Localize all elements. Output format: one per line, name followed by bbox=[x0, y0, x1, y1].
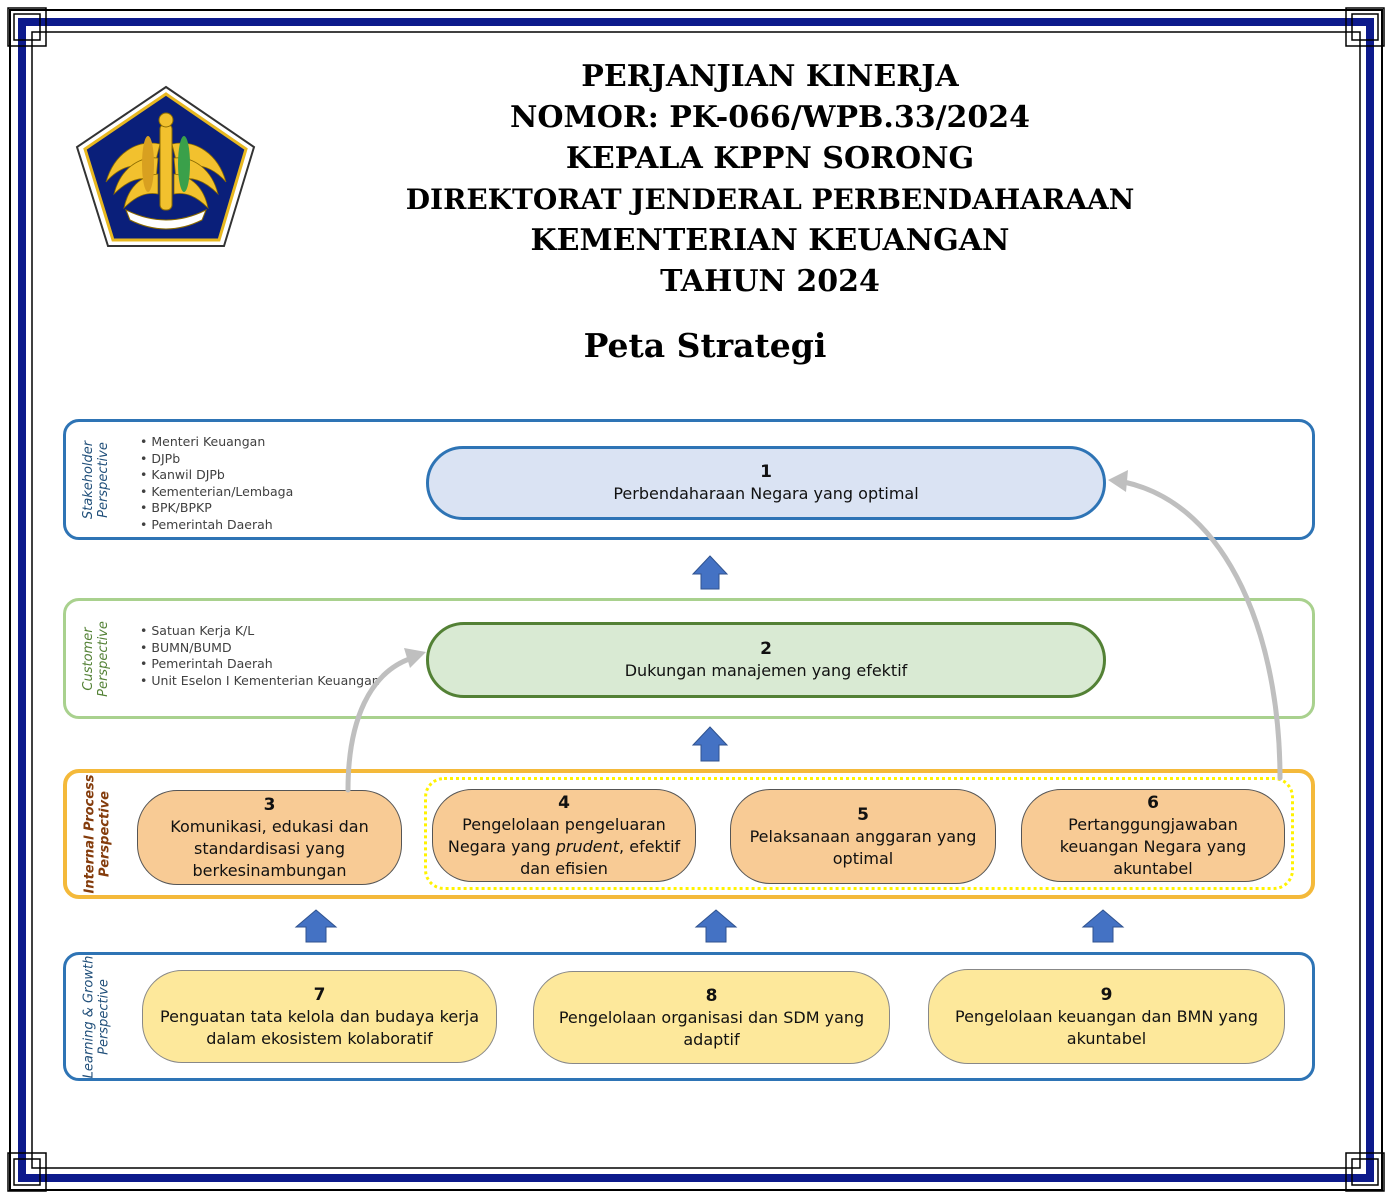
title-line: PERJANJIAN KINERJA bbox=[581, 59, 959, 94]
objective-number: 3 bbox=[263, 794, 276, 815]
objective-5: 5 Pelaksanaan anggaran yang optimal bbox=[730, 789, 996, 884]
list-item: BUMN/BUMD bbox=[140, 640, 380, 657]
learning-growth-perspective-label: Learning & Growth Perspective bbox=[81, 955, 112, 1078]
objective-7: 7 Penguatan tata kelola dan budaya kerja… bbox=[142, 970, 497, 1063]
objective-text: Pengelolaan organisasi dan SDM yang adap… bbox=[558, 1007, 865, 1049]
objective-9: 9 Pengelolaan keuangan dan BMN yang akun… bbox=[928, 969, 1285, 1064]
objective-8: 8 Pengelolaan organisasi dan SDM yang ad… bbox=[533, 971, 890, 1064]
internal-process-perspective-label: Internal Process Perspective bbox=[82, 774, 113, 894]
list-item: Pemerintah Daerah bbox=[140, 517, 293, 534]
objective-4: 4 Pengelolaan pengeluaran Negara yang pr… bbox=[432, 789, 696, 882]
objective-text-part: , efektif dan efisien bbox=[520, 836, 681, 878]
objective-number: 7 bbox=[313, 984, 326, 1005]
objective-text: Pengelolaan pengeluaran Negara yang prud… bbox=[445, 814, 683, 880]
objective-text: Penguatan tata kelola dan budaya kerja d… bbox=[160, 1006, 479, 1048]
document-title: PERJANJIAN KINERJA NOMOR: PK-066/WPB.33/… bbox=[360, 56, 1180, 302]
diagram-subtitle: Peta Strategi bbox=[583, 326, 827, 365]
frame-corner-ornaments bbox=[7, 7, 1385, 1192]
objective-6: 6 Pertanggungjawaban keuangan Negara yan… bbox=[1021, 789, 1285, 882]
list-item: Kanwil DJPb bbox=[140, 467, 293, 484]
list-item: Satuan Kerja K/L bbox=[140, 623, 380, 640]
title-line: KEMENTERIAN KEUANGAN bbox=[530, 223, 1010, 258]
list-item: Unit Eselon I Kementerian Keuangan bbox=[140, 673, 379, 690]
title-line: KEPALA KPPN SORONG bbox=[565, 141, 975, 176]
kemenkeu-logo bbox=[75, 85, 256, 247]
customer-perspective-label: Customer Perspective bbox=[81, 620, 112, 697]
objective-text-emphasis: prudent bbox=[555, 836, 620, 856]
stakeholder-perspective-label: Stakeholder Perspective bbox=[81, 440, 111, 519]
title-line: DIREKTORAT JENDERAL PERBENDAHARAAN bbox=[405, 183, 1135, 216]
objective-number: 4 bbox=[558, 792, 570, 813]
objective-text: Dukungan manajemen yang efektif bbox=[624, 661, 908, 680]
objective-number: 1 bbox=[760, 462, 772, 482]
objective-number: 9 bbox=[1100, 984, 1113, 1005]
objective-text: Pengelolaan keuangan dan BMN yang akunta… bbox=[955, 1006, 1258, 1048]
title-line: TAHUN 2024 bbox=[660, 264, 880, 299]
list-item: Menteri Keuangan bbox=[140, 434, 293, 451]
title-line: NOMOR: PK-066/WPB.33/2024 bbox=[509, 100, 1031, 135]
list-item: Pemerintah Daerah bbox=[140, 656, 380, 673]
objective-number: 6 bbox=[1147, 792, 1159, 813]
list-item: Kementerian/Lembaga bbox=[140, 484, 293, 501]
objective-text: Komunikasi, edukasi dan standardisasi ya… bbox=[170, 816, 369, 880]
objective-number: 2 bbox=[760, 639, 772, 659]
customer-list: Satuan Kerja K/L BUMN/BUMD Pemerintah Da… bbox=[140, 623, 380, 690]
list-item: BPK/BPKP bbox=[140, 500, 293, 517]
objective-1: 1 Perbendaharaan Negara yang optimal bbox=[426, 446, 1106, 520]
objective-text: Perbendaharaan Negara yang optimal bbox=[613, 484, 919, 503]
objective-group-outline bbox=[424, 777, 1294, 890]
objective-number: 5 bbox=[857, 804, 869, 825]
objective-text-part: Pengelolaan pengeluaran Negara yang bbox=[447, 814, 666, 856]
objective-number: 8 bbox=[705, 985, 718, 1006]
objective-2: 2 Dukungan manajemen yang efektif bbox=[426, 622, 1106, 698]
objective-text: Pertanggungjawaban keuangan Negara yang … bbox=[1059, 814, 1247, 878]
list-item: DJPb bbox=[140, 451, 293, 468]
objective-text: Pelaksanaan anggaran yang optimal bbox=[749, 826, 977, 868]
objective-3: 3 Komunikasi, edukasi dan standardisasi … bbox=[137, 790, 402, 885]
stakeholder-list: Menteri Keuangan DJPb Kanwil DJPb Kement… bbox=[140, 434, 293, 534]
